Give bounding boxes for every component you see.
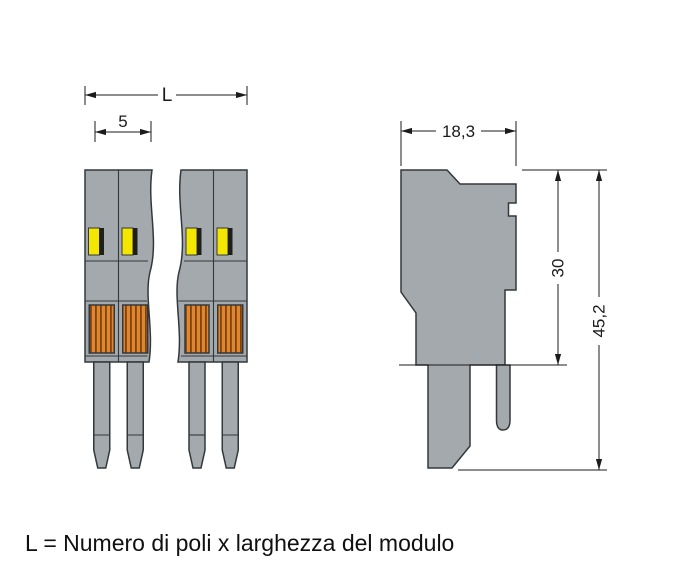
arrowhead-icon <box>236 91 247 99</box>
release-lever <box>185 227 198 256</box>
arrowhead-icon <box>140 128 151 136</box>
release-lever <box>216 227 229 256</box>
lever-slot <box>99 228 104 255</box>
arrowhead-icon <box>554 354 562 365</box>
contact-opening <box>184 304 210 354</box>
arrowhead-icon <box>85 91 96 99</box>
dimension-total-height: 45,2 <box>458 170 609 471</box>
dimension-depth: 18,3 <box>400 121 517 166</box>
dim-label-module-width: 5 <box>118 112 127 131</box>
side-view: 18,3 30 <box>399 121 609 471</box>
arrowhead-icon <box>505 127 516 135</box>
arrowhead-icon <box>554 170 562 181</box>
housing-group-left <box>84 169 155 469</box>
pin-leg <box>93 361 111 469</box>
latch <box>495 364 511 431</box>
dim-label-body-height: 30 <box>549 259 568 278</box>
dimension-module-width: 5 <box>94 112 152 142</box>
housing-group-right <box>176 169 248 469</box>
arrowhead-icon <box>401 127 412 135</box>
pin-leg <box>221 361 239 469</box>
dim-label-total-height: 45,2 <box>590 304 609 337</box>
arrowhead-icon <box>95 128 106 136</box>
contact-opening <box>122 304 149 354</box>
arrowhead-icon <box>595 170 603 181</box>
lever-slot <box>133 228 138 255</box>
dim-label-total-width: L <box>162 85 173 106</box>
release-lever <box>121 227 134 256</box>
lever-slot <box>228 228 233 255</box>
dimension-body-height: 30 <box>549 170 568 365</box>
release-lever <box>88 227 100 256</box>
pin-leg <box>188 361 206 469</box>
contact-opening <box>217 304 244 354</box>
pin-leg <box>126 361 144 469</box>
caption: L = Numero di poli x larghezza del modul… <box>25 530 454 556</box>
dimension-total-width: L <box>84 85 248 106</box>
dim-label-depth: 18,3 <box>442 122 475 141</box>
front-view: L 5 <box>84 85 248 469</box>
arrowhead-icon <box>595 459 603 470</box>
contact-opening <box>88 304 115 354</box>
lever-slot <box>197 228 202 255</box>
